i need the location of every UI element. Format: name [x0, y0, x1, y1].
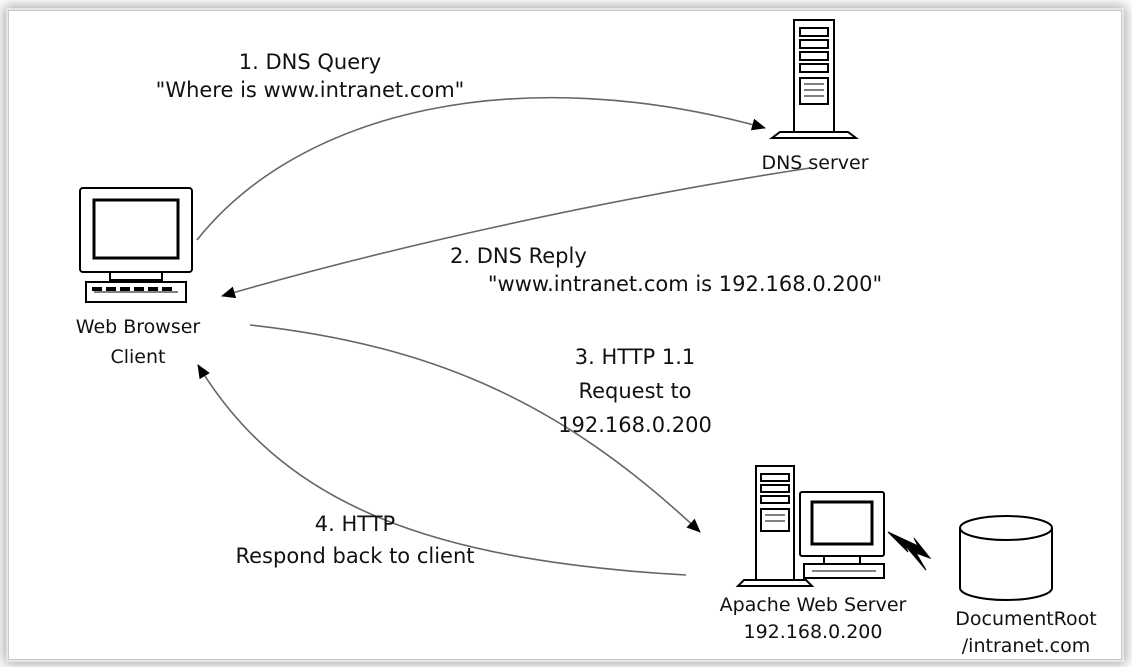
dns-query-arrow: [196, 96, 766, 241]
http-response-arrow: [197, 364, 687, 576]
http-response-title: 4. HTTP: [314, 512, 396, 536]
dns-query-title: 1. DNS Query: [238, 50, 382, 74]
client-caption: Web Browser Client: [50, 312, 226, 372]
dns-server-caption-line1: DNS server: [761, 152, 869, 174]
client-caption-line1: Web Browser: [75, 316, 201, 338]
dns-query-label: 1. DNS Query "Where is www.intranet.com": [100, 48, 520, 104]
http-request-label: 3. HTTP 1.1 Request to 192.168.0.200: [520, 340, 750, 442]
http-response-label: 4. HTTP Respond back to client: [200, 508, 510, 572]
server-workstation-icon: [735, 465, 885, 587]
http-response-text: Respond back to client: [235, 544, 475, 568]
document-root-caption-line1: DocumentRoot: [955, 608, 1097, 630]
http-request-text: Request to: [578, 379, 692, 403]
web-server-caption: Apache Web Server 192.168.0.200: [688, 592, 938, 646]
document-root-caption-line2: /intranet.com: [961, 635, 1091, 657]
web-server-caption-line2: 192.168.0.200: [743, 621, 883, 643]
http-request-title: 3. HTTP 1.1: [574, 345, 696, 369]
dns-reply-text: "www.intranet.com is 192.168.0.200": [487, 272, 883, 296]
dns-reply-title: 2. DNS Reply: [450, 244, 587, 268]
server-tower-icon: [769, 19, 859, 139]
http-request-arrow: [249, 324, 701, 533]
lightning-link-icon: [887, 531, 932, 571]
dns-reply-label: 2. DNS Reply "www.intranet.com is 192.16…: [420, 242, 950, 298]
document-root-caption: DocumentRoot /intranet.com: [936, 606, 1116, 660]
diagram-panel: [8, 10, 1122, 660]
web-server-caption-line1: Apache Web Server: [719, 594, 907, 616]
database-cylinder-icon: [959, 515, 1053, 601]
http-request-address: 192.168.0.200: [558, 413, 712, 437]
dns-query-text: "Where is www.intranet.com": [155, 78, 465, 102]
dns-server-caption: DNS server: [740, 150, 890, 177]
desktop-computer-icon: [79, 187, 193, 303]
dns-reply-arrow: [221, 167, 811, 299]
client-caption-line2: Client: [110, 346, 166, 368]
